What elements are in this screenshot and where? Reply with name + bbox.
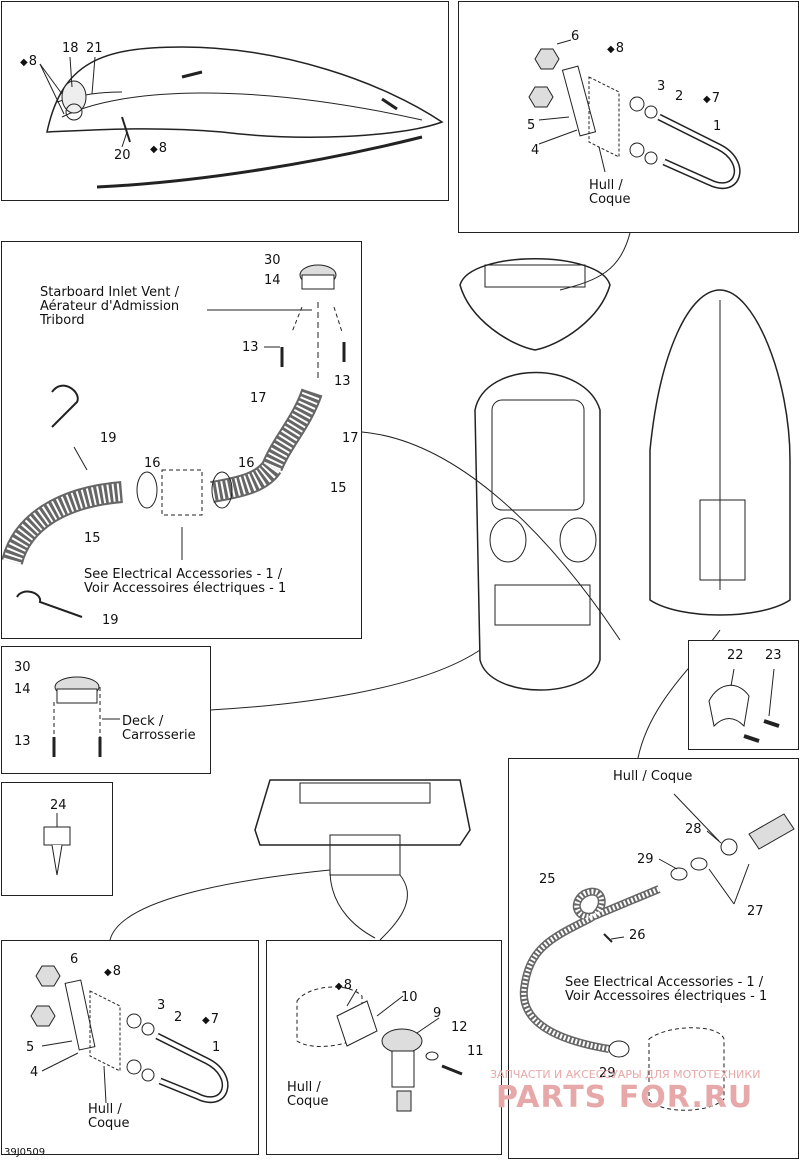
callout-8: 8	[607, 42, 624, 57]
callout-14: 14	[14, 682, 31, 697]
starboard-vent-label: Starboard Inlet Vent / Aérateur d'Admiss…	[40, 285, 180, 328]
callout-15a: 15	[330, 481, 347, 496]
callout-8: 8	[20, 55, 37, 70]
callout-30: 30	[264, 253, 281, 268]
ubolt-panel-top: 6 8 3 2 7 1 5 4 Hull / Coque	[458, 1, 799, 233]
callout-23: 23	[765, 648, 782, 663]
hull-label: Hull / Coque	[613, 769, 693, 784]
callout-2: 2	[174, 1010, 183, 1025]
callout-16b: 16	[238, 456, 255, 471]
callout-4: 4	[30, 1065, 39, 1080]
callout-18: 18	[62, 41, 79, 56]
callout-9: 9	[433, 1006, 442, 1021]
callout-3: 3	[657, 79, 666, 94]
callout-30: 30	[14, 660, 31, 675]
callout-19a: 19	[100, 431, 117, 446]
callout-13a: 13	[242, 340, 259, 355]
callout-24: 24	[50, 798, 67, 813]
drain-plug-panel: 8 10 9 12 11 Hull / Coque	[266, 940, 502, 1155]
ubolt-drawing-top	[528, 39, 741, 190]
callout-13b: 13	[334, 374, 351, 389]
callout-17a: 17	[250, 391, 267, 406]
drain-plug-drawing	[296, 986, 463, 1112]
vent-drawing	[2, 264, 346, 618]
callout-1: 1	[212, 1040, 221, 1055]
callout-17b: 17	[342, 431, 359, 446]
clip-panel: 22 23	[688, 640, 799, 750]
callout-11: 11	[467, 1044, 484, 1059]
callout-8: 8	[104, 965, 121, 980]
callout-3: 3	[157, 998, 166, 1013]
callout-7: 7	[703, 92, 720, 107]
clip-drawing	[708, 668, 780, 743]
screw-drawing	[43, 813, 71, 876]
callout-14: 14	[264, 273, 281, 288]
hull-label: Hull / Coque	[589, 178, 631, 207]
bilge-panel: Hull / Coque 28 29 25 27 26 See Electric…	[508, 758, 799, 1159]
callout-6: 6	[70, 952, 79, 967]
deck-vent-drawing	[52, 676, 120, 757]
callout-1: 1	[713, 119, 722, 134]
callout-19b: 19	[102, 613, 119, 628]
callout-28: 28	[685, 822, 702, 837]
callout-2: 2	[675, 89, 684, 104]
see-electrical-label: See Electrical Accessories - 1 / Voir Ac…	[84, 567, 287, 596]
callout-27: 27	[747, 904, 764, 919]
diagram-code: 39J0509	[4, 1147, 46, 1158]
hull-label: Hull / Coque	[88, 1102, 130, 1131]
callout-25: 25	[539, 872, 556, 887]
callout-13: 13	[14, 734, 31, 749]
callout-22: 22	[727, 648, 744, 663]
see-electrical-label: See Electrical Accessories - 1 / Voir Ac…	[565, 975, 768, 1004]
callout-8: 8	[335, 979, 352, 994]
inlet-vent-panel: 30 14 Starboard Inlet Vent / Aérateur d'…	[1, 241, 362, 639]
ubolt-panel-bottom: 6 8 3 2 7 1 5 4 Hull / Coque	[1, 940, 259, 1155]
callout-7: 7	[202, 1013, 219, 1028]
ubolt-drawing-bottom	[30, 965, 229, 1104]
callout-5: 5	[26, 1040, 35, 1055]
callout-29b: 29	[599, 1066, 616, 1081]
screw-panel: 24	[1, 782, 113, 896]
callout-21: 21	[86, 41, 103, 56]
callout-4: 4	[531, 143, 540, 158]
bow-drawing	[39, 46, 444, 189]
watermark-tagline: ЗАПЧАСТИ И АКСЕССУАРЫ ДЛЯ МОТОТЕХНИКИ	[490, 1068, 761, 1081]
callout-15b: 15	[84, 531, 101, 546]
hull-label: Hull / Coque	[287, 1080, 329, 1109]
callout-6: 6	[571, 29, 580, 44]
callout-16a: 16	[144, 456, 161, 471]
watermark-brand: PARTS FOR.RU	[496, 1080, 754, 1115]
callout-10: 10	[401, 990, 418, 1005]
deck-vent-panel: 30 14 Deck / Carrosserie 13	[1, 646, 211, 774]
bow-panel: 8 18 21 20 8	[1, 1, 449, 201]
callout-20: 20	[114, 148, 131, 163]
callout-29a: 29	[637, 852, 654, 867]
bilge-drawing	[519, 793, 795, 1111]
callout-26: 26	[629, 928, 646, 943]
callout-8b: 8	[150, 142, 167, 157]
callout-12: 12	[451, 1020, 468, 1035]
callout-5: 5	[527, 118, 536, 133]
deck-label: Deck / Carrosserie	[122, 714, 196, 743]
